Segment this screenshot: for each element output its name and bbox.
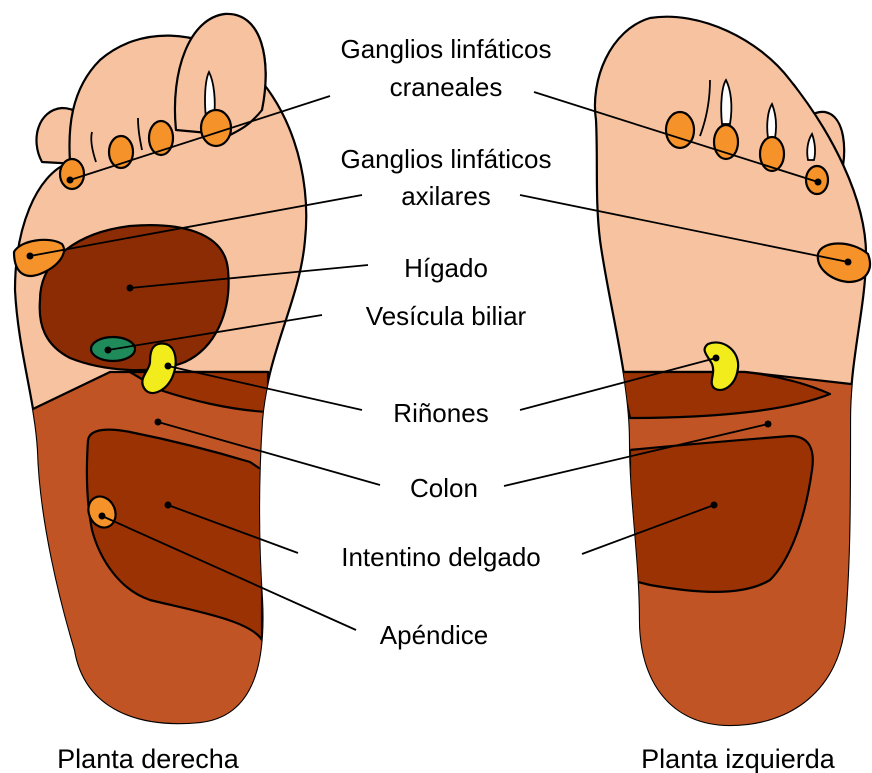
- label-higado: Hígado: [404, 253, 488, 283]
- label-axilares-line2: axilares: [401, 181, 491, 211]
- label-intestino: Intentino delgado: [341, 542, 541, 572]
- left-foot: [595, 17, 870, 760]
- caption-right-foot: Planta derecha: [57, 744, 240, 773]
- lymph-node-toe: [714, 125, 738, 159]
- label-colon: Colon: [410, 473, 478, 503]
- lymph-node-toe: [201, 110, 231, 146]
- label-axilares-line1: Ganglios linfáticos: [341, 144, 552, 174]
- label-craneales-line1: Ganglios linfáticos: [341, 34, 552, 64]
- lymph-node-toe: [60, 159, 84, 189]
- label-craneales-line2: craneales: [390, 72, 503, 102]
- label-rinones: Riñones: [393, 398, 488, 428]
- caption-left-foot: Planta izquierda: [641, 744, 836, 773]
- lymph-node-toe: [760, 137, 784, 171]
- label-apendice: Apéndice: [380, 620, 488, 650]
- label-vesicula: Vesícula biliar: [366, 301, 527, 331]
- lymph-node-toe: [666, 112, 694, 148]
